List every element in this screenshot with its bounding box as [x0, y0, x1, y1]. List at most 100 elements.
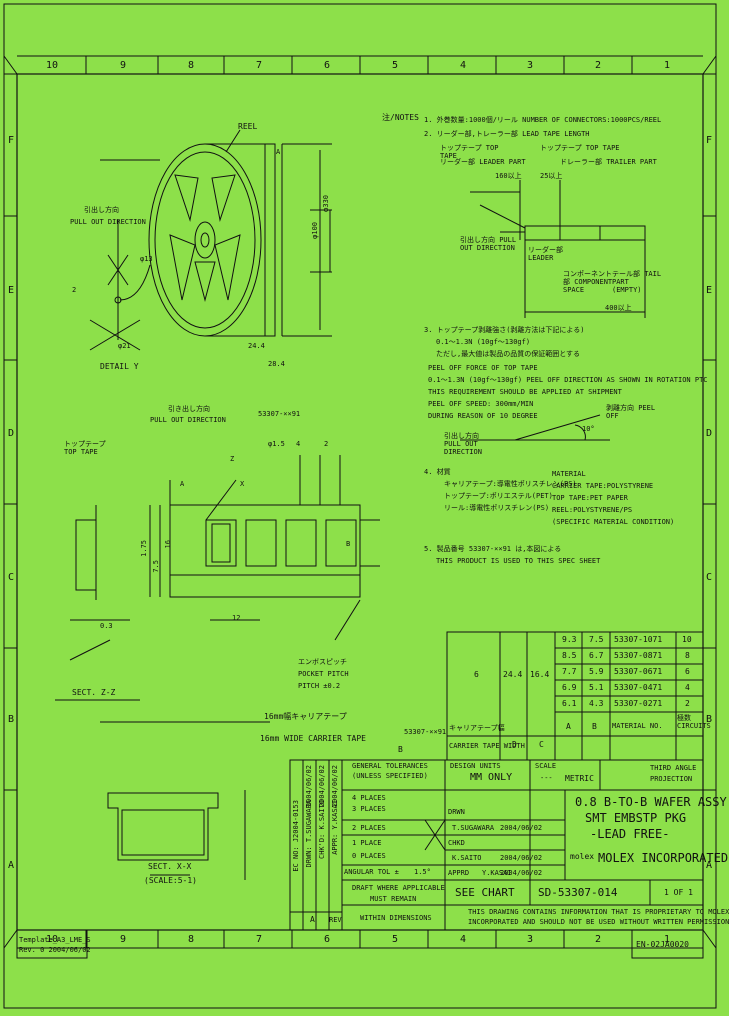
cell-b: 6.7	[589, 651, 604, 660]
material-1: CARRIER TAPE:POLYSTYRENE	[552, 482, 654, 490]
peel-off-label: 剥離方向 PEEL OFF	[606, 404, 656, 420]
reel-drawing	[89, 129, 332, 351]
col-label: 9	[120, 60, 127, 71]
note-4c: トップテープ:ポリエステル(PET)	[444, 492, 553, 500]
tail-part-label: テール部 TAIL PART (EMPTY)	[612, 270, 662, 294]
cell-circuits: 8	[685, 651, 690, 660]
table-h-circuits: 極数 CIRCUITS	[677, 714, 711, 730]
col-label: 8	[188, 934, 195, 945]
component-label: コンポーネント部 COMPONENT SPACE	[563, 270, 613, 294]
dim-28: 28.4	[268, 360, 285, 368]
four-places: 4 PLACES	[352, 794, 386, 802]
peel-diagram	[460, 414, 610, 441]
cell-a: 7.7	[562, 667, 577, 676]
top-tape-label-left: トップテープ TOP TAPE	[440, 144, 499, 160]
col-label: 4	[460, 60, 467, 71]
dim-75: 7.5	[152, 560, 160, 573]
apprd-date: 2004/06/02	[500, 869, 543, 877]
two-places: 2 PLACES	[352, 824, 386, 832]
metric: METRIC	[565, 774, 594, 783]
cell-a: 6.1	[562, 699, 577, 708]
chkd-date: 2004/06/02	[500, 854, 543, 862]
proprietary-1: THIS DRAWING CONTAINS INFORMATION THAT I…	[468, 908, 729, 916]
third-angle: THIRD ANGLE	[650, 764, 697, 772]
drawing-title-3: -LEAD FREE-	[590, 827, 670, 841]
row-label: D	[8, 428, 15, 439]
col-label: 5	[392, 934, 399, 945]
carrier-tape-drawing	[100, 455, 380, 723]
cell-part: 53307-0271	[614, 699, 663, 708]
template-name: Template_A3_LME_S	[19, 936, 91, 944]
see-chart: SEE CHART	[455, 886, 515, 899]
leader-label: リーダー部 LEADER PART	[440, 158, 526, 166]
sect-zz-label: SECT. Z-Z	[72, 688, 116, 697]
cell-circuits: 4	[685, 683, 690, 692]
drwn-label: DRWN	[448, 808, 465, 816]
dim-24: 24.4	[248, 342, 265, 350]
table-h-b: B	[592, 722, 597, 731]
pocket-pitch: POCKET PITCH	[298, 670, 349, 678]
col-label: 6	[324, 60, 331, 71]
ec-date-1: 2004/06/02	[305, 765, 313, 808]
material-header: MATERIAL	[552, 470, 586, 478]
cell-circuits: 6	[685, 667, 690, 676]
table-h-material: MATERIAL NO.	[612, 722, 663, 730]
leader-part-label: リーダー部 LEADER	[528, 246, 563, 262]
scale-hdr: SCALE	[535, 762, 557, 770]
col-label: 1	[664, 60, 671, 71]
note-5b: THIS PRODUCT IS USED TO THIS SPEC SHEET	[436, 557, 601, 565]
angle-value: 1.5°	[414, 868, 431, 876]
dim-175: 1.75	[140, 540, 148, 557]
ec-date-3: 2004/06/02	[331, 765, 339, 808]
col-label: 3	[527, 60, 534, 71]
tape-title-en: 16mm WIDE CARRIER TAPE	[260, 734, 366, 743]
sect-zz-drawing	[55, 505, 140, 701]
sect-xx-scale: (SCALE:5-1)	[144, 876, 197, 885]
row-label: B	[706, 714, 713, 725]
row-label: F	[8, 135, 15, 146]
cell-part: 53307-0471	[614, 683, 663, 692]
one-place: 1 PLACE	[352, 839, 382, 847]
template-rev: Rev. 0 2004/06/02	[19, 946, 91, 954]
row-label: C	[706, 572, 713, 583]
col-label: 1	[664, 934, 671, 945]
note-4: 4. 材質	[424, 468, 451, 476]
doc-number: SD-53307-014	[538, 886, 618, 899]
dim-b: B	[346, 540, 351, 548]
col-label: 9	[120, 934, 127, 945]
sect-xx-drawing	[107, 790, 246, 880]
cell-part: 53307-1071	[614, 635, 663, 644]
row-label: A	[8, 860, 15, 871]
peel-force-3: THIS REQUIREMENT SHOULD BE APPLIED AT SH…	[428, 388, 622, 396]
table-hs-b: B	[398, 745, 403, 754]
template-box	[16, 929, 88, 959]
dim-a-tape: A	[180, 480, 185, 488]
drwn-date: 2004/06/02	[500, 824, 543, 832]
within-dims: WITHIN DIMENSIONS	[360, 914, 432, 922]
tape-part-tag: 53307-××91	[258, 410, 301, 418]
table-hs-c: C	[539, 740, 544, 749]
row-label: D	[706, 428, 713, 439]
lead-tape-diagram	[470, 180, 646, 318]
scale-value: ---	[540, 774, 553, 782]
mm-only: MM ONLY	[470, 772, 513, 783]
material-2: TOP TAPE:PET PAPER	[552, 494, 628, 502]
unless-specified: (UNLESS SPECIFIED)	[352, 772, 428, 780]
note-2: 2. リーダー部,トレーラー部 LEAD TAPE LENGTH	[424, 130, 590, 138]
cell-part: 53307-0871	[614, 651, 663, 660]
reel-pull-out: 引出し方向	[84, 206, 119, 214]
col-label: 5	[392, 60, 399, 71]
tape-drawer-label: 引き出し方向	[168, 405, 210, 413]
dim-100: φ100	[311, 222, 319, 239]
column-ticks-top	[85, 56, 633, 74]
col-label: 7	[256, 934, 263, 945]
note-3b: 0.1～1.3N (10gf～130gf)	[436, 338, 531, 346]
peel-speed: PEEL OFF SPEED: 300mm/MIN	[428, 400, 534, 408]
table-c-col: 24.4	[503, 670, 523, 679]
ec-date-2: 2004/06/02	[318, 765, 326, 808]
material-4: (SPECIFIC MATERIAL CONDITION)	[552, 518, 675, 526]
tail-label: ドレーラー部 TRAILER PART	[560, 158, 657, 166]
dim-21: φ21	[118, 342, 131, 350]
